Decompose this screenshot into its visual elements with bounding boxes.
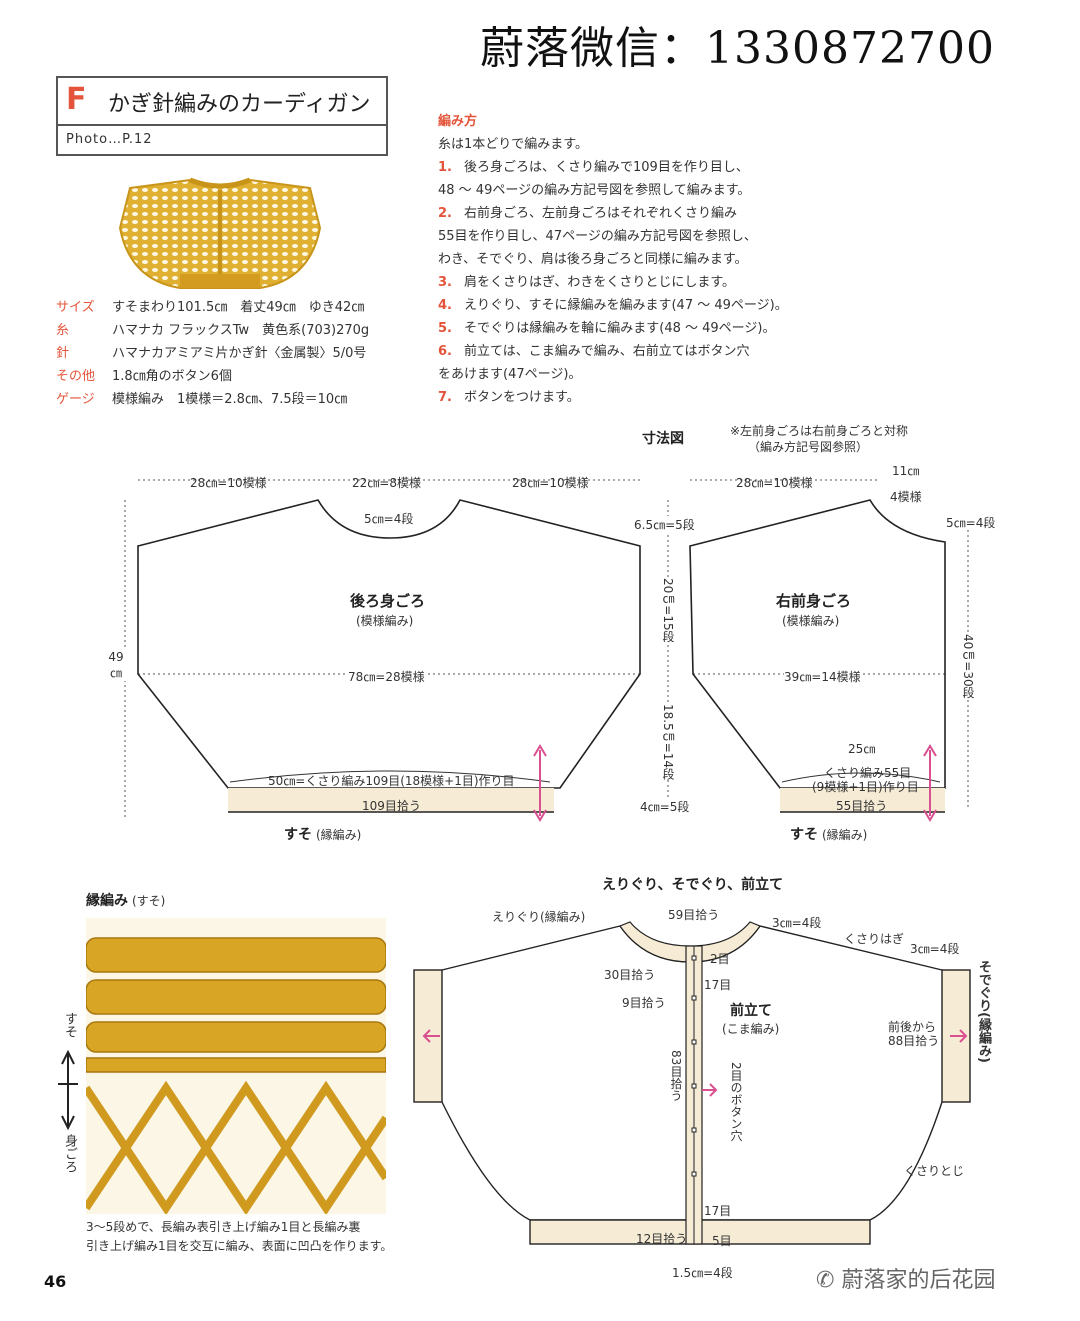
collar-label: えりぐり(縁編み) (492, 910, 586, 924)
front-foundation: くさり編み55目 (824, 766, 912, 780)
pattern-title: かぎ針編みのカーディガン (108, 92, 371, 117)
footer-watermark: ✆ 蔚落家的后花园 (816, 1268, 996, 1293)
back-hem: すそ(縁編み) (284, 827, 362, 843)
photo-ref: Photo…P.12 (66, 132, 153, 147)
front-foundation-sub: (9模様+1目)作り目 (812, 780, 919, 794)
assembly-title: えりぐり、そでぐり、前立て (602, 877, 784, 893)
front-piece-name: 右前身ごろ (776, 592, 852, 610)
pattern-letter: F (66, 82, 87, 117)
front-shoulder: 5㎝=4段 (946, 516, 996, 530)
swatch-bottom-label: 身ごろ (62, 1134, 77, 1173)
hem-pick-up: 12目拾う (636, 1232, 688, 1246)
spec-size: サイズすそまわり101.5㎝ 着丈49㎝ ゆき42㎝ (56, 300, 365, 315)
swatch-direction-arrow (58, 1050, 78, 1130)
front-width-2: 11㎝ (892, 464, 920, 478)
back-width-2: 22㎝=8模様 (352, 476, 421, 490)
sleeve-pick-up-2: 88目拾う (888, 1034, 940, 1048)
front-band-label: 前立て (730, 1003, 772, 1019)
buttonhole-start: 2目 (710, 952, 730, 966)
side-seam: くさりとじ (904, 1164, 965, 1178)
sleeve-label: そでぐり(縁編み) (976, 960, 991, 1063)
back-width-3: 28㎝=10模様 (512, 476, 589, 490)
front-width-2-sub: 4模様 (890, 490, 922, 504)
hem-stitches: 5目 (712, 1234, 732, 1248)
page-number: 46 (44, 1272, 67, 1291)
front-hem: すそ(縁編み) (790, 827, 868, 843)
cardigan-photo (118, 177, 322, 289)
collar-pick-up-front: 9目拾う (622, 996, 666, 1010)
collar-pick-up-side: 30目拾う (604, 968, 656, 982)
hem-depth: 4㎝=5段 (640, 798, 690, 815)
assembly-diagram (413, 921, 971, 1245)
swatch-caption: 3～5段めで、長編み表引き上げ編み1目と長編み裏 引き上げ編み1目を交互に編み、… (86, 1220, 393, 1253)
spec-hook: 針ハマナカアミアミ片かぎ針〈金属製〉5/0号 (56, 346, 367, 361)
sleeve-depth: 3㎝=4段 (910, 942, 960, 956)
swatch-title: 縁編み(すそ) (86, 893, 166, 909)
front-band-stitch: (こま編み) (722, 1022, 780, 1036)
front-start-width: 25㎝ (848, 742, 876, 756)
wechat-icon: ✆ (816, 1268, 842, 1293)
armhole-depth: 20㎝=15段 (660, 578, 677, 643)
back-pick-up: 109目拾う (362, 799, 421, 813)
side-depth: 18.5㎝=14段 (660, 704, 677, 781)
collar-pick-up: 59目拾う (668, 908, 720, 922)
swatch-top-label: すそ (62, 1012, 77, 1038)
diagram-title: 寸法図 (642, 431, 684, 447)
method-intro: 糸は1本どりで編みます。 (438, 137, 588, 152)
back-width: 78㎝=28模様 (348, 668, 425, 685)
front-width-1: 28㎝=10模様 (736, 476, 813, 490)
back-neck-depth: 5㎝=4段 (364, 512, 414, 526)
back-piece-stitch: (模様編み) (356, 614, 414, 628)
back-height: 49㎝ (106, 650, 126, 681)
contact-watermark: 蔚落微信：1330872700 (480, 23, 995, 74)
photo-ref-box: Photo…P.12 (56, 124, 388, 156)
method-title: 編み方 (438, 114, 478, 129)
pattern-pieces (124, 479, 969, 822)
back-width-1: 28㎝=10模様 (190, 476, 267, 490)
neck-drop: 6.5㎝=5段 (634, 516, 695, 533)
back-foundation: 50㎝=くさり編み109目(18模様+1目)作り目 (268, 774, 515, 788)
diagram-note-sub: （編み方記号図参照） (748, 440, 869, 454)
buttonhole-gap-top: 17目 (704, 978, 732, 992)
collar-depth: 3㎝=4段 (772, 916, 822, 930)
front-width: 39㎝=14模様 (784, 668, 861, 685)
shoulder-seam: くさりはぎ (844, 932, 905, 946)
swatch-photo (86, 918, 386, 1214)
front-piece-stitch: (模様編み) (782, 614, 840, 628)
front-pick-up: 55目拾う (836, 799, 888, 813)
sleeve-pick-up-1: 前後から (888, 1020, 937, 1034)
spec-yarn: 糸ハマナカ フラックスTw 黄色系(703)270g (56, 323, 370, 338)
pattern-title-box: F かぎ針編みのカーディガン (56, 76, 388, 124)
method-section: 編み方 糸は1本どりで編みます。 1.後ろ身ごろは、くさり編みで109目を作り目… (438, 110, 788, 409)
buttonhole-label: 2目のボタン穴 (729, 1062, 743, 1142)
hem-band-depth: 1.5㎝=4段 (672, 1266, 733, 1280)
front-band-pick-up: 83目拾う (669, 1050, 683, 1102)
diagram-note: ※左前身ごろは右前身ごろと対称 (730, 424, 909, 438)
spec-gauge: ゲージ模様編み 1模様＝2.8㎝、7.5段＝10㎝ (56, 392, 348, 407)
back-piece-name: 後ろ身ごろ (350, 592, 426, 610)
buttonhole-gap-bottom: 17目 (704, 1204, 732, 1218)
front-height: 40㎝=30段 (960, 634, 977, 699)
